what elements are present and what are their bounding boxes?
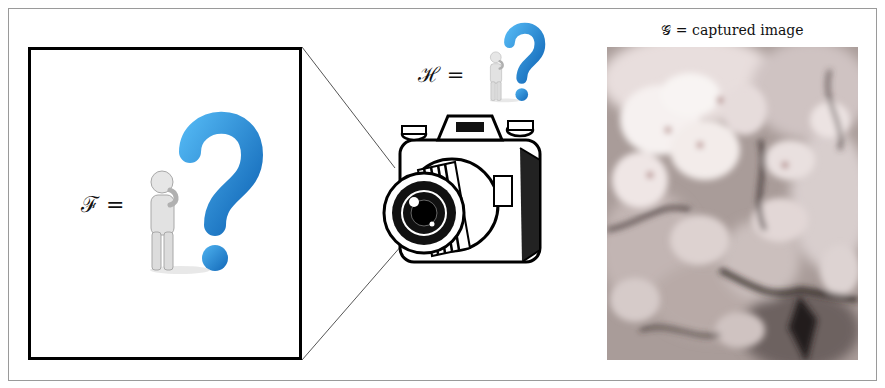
camera-dial [508, 121, 533, 130]
leader-line [302, 245, 402, 360]
blossom-cluster [670, 120, 740, 180]
blossom-cluster [765, 140, 815, 180]
symbol-label: ℱ = [81, 188, 124, 218]
blossom-cluster [715, 312, 765, 348]
lens-glass [392, 181, 456, 245]
captured-photo: 𝒢 = captured image [607, 47, 858, 360]
blossom-cluster [723, 85, 767, 135]
image-heading: 𝒢 = captured image [587, 22, 878, 39]
lens-front [384, 173, 464, 253]
symbol-label: ℋ = [418, 60, 464, 88]
leader-line [302, 47, 395, 168]
camera-window [456, 122, 484, 132]
camera-viewfinder [438, 116, 502, 140]
blossom-cluster [670, 215, 730, 265]
blossom-cluster [810, 102, 850, 138]
photo [607, 47, 858, 360]
camera-side [520, 148, 540, 262]
blossom-blur [750, 47, 858, 140]
blossom-center [665, 127, 671, 133]
blossom-center [782, 162, 788, 168]
blossom-cluster [612, 152, 668, 208]
outer-frame [9, 9, 877, 381]
thinking-figure [150, 123, 252, 274]
branch [640, 327, 720, 336]
lens-highlight [409, 197, 419, 207]
camera-grip [494, 176, 512, 206]
camera-drawing [384, 116, 540, 262]
branch [790, 300, 815, 360]
branch [759, 140, 765, 230]
blossom-cluster [660, 73, 720, 117]
blossom-cluster [610, 278, 660, 322]
lens-ring [402, 191, 446, 235]
blossom-center [717, 97, 723, 103]
camera-dial [402, 126, 426, 134]
input-frame: ℱ = [28, 47, 302, 360]
branch [828, 70, 841, 150]
branch [720, 270, 858, 300]
blossom-center [697, 142, 703, 148]
thinking-figure-small [490, 28, 540, 102]
blossom-center [647, 172, 653, 178]
branch [607, 208, 690, 230]
blossom-cluster [820, 245, 858, 295]
lens-highlight [430, 222, 435, 227]
